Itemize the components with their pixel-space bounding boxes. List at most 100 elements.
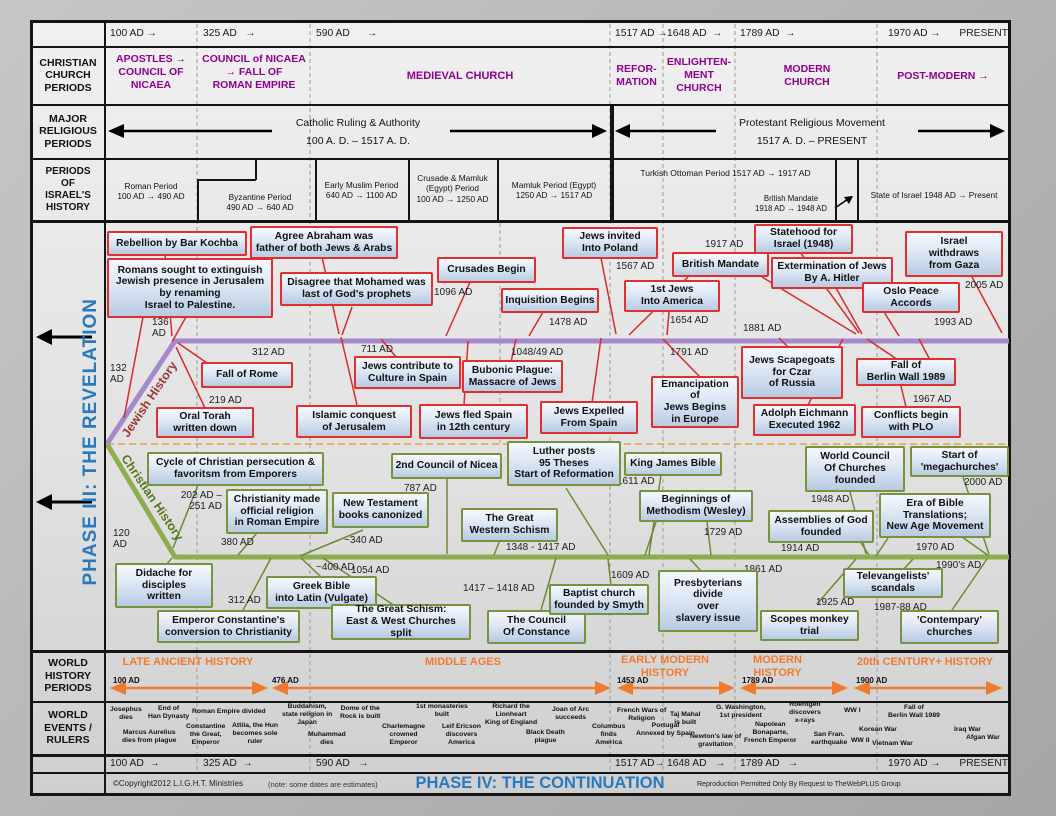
world-event: Joan of Arc succeeds	[552, 706, 590, 722]
christian-event-box: Presbyterians divide over slavery issue	[658, 570, 758, 632]
row-header-world-history: WORLD HISTORY PERIODS	[44, 657, 92, 695]
christian-event-box: 2nd Council of Nicea	[391, 453, 502, 479]
world-history-period: EARLY MODERN HISTORY	[620, 654, 710, 679]
row-divider	[30, 104, 1011, 106]
date-label: 711 AD	[361, 344, 394, 355]
date-label: 1967 AD	[913, 394, 952, 405]
jewish-event-box: Islamic conquest of Jerusalem	[296, 405, 412, 438]
row-divider	[30, 701, 1011, 703]
religious-divider	[610, 106, 614, 221]
israel-cell-border	[315, 160, 317, 221]
world-event: Charlemagne crowned Emperor	[382, 723, 426, 747]
row-header-religious-periods: MAJOR RELIGIOUS PERIODS	[39, 112, 97, 150]
world-event: Newton's law of gravitation	[690, 733, 742, 749]
row-divider	[30, 772, 1011, 774]
world-event: WW II	[851, 737, 870, 744]
church-period-nicaea: COUNCIL of NICAEA → FALL OF ROMAN EMPIRE	[202, 53, 306, 92]
date-label: ~400 AD	[316, 562, 355, 573]
top-date: 1517 AD →	[615, 28, 668, 39]
date-label: 1881 AD	[743, 323, 782, 334]
israel-period-byzantine: Byzantine Period 490 AD → 640 AD	[226, 192, 294, 213]
israel-period-early-muslim: Early Muslim Period 640 AD → 1100 AD	[324, 180, 399, 201]
date-label: 1654 AD	[670, 315, 709, 326]
date-label: 312 AD	[252, 347, 285, 358]
church-period-reformation: REFOR- MATION	[616, 63, 657, 89]
jewish-event-box: Adolph Eichmann Executed 1962	[753, 404, 856, 436]
christian-event-box: Assemblies of God founded	[768, 510, 874, 543]
world-event: Muhammad dies	[308, 731, 346, 747]
date-label: 1861 AD	[744, 564, 783, 575]
top-date: 590 AD →	[316, 28, 378, 39]
row-divider	[30, 650, 1011, 653]
christian-event-box: New Testament books canonized	[332, 492, 429, 528]
date-label: 1917 AD	[705, 239, 744, 250]
world-event: Portugal Annexed by Spain	[636, 722, 695, 738]
date-label: 1348 - 1417 AD	[506, 542, 576, 553]
christian-event-box: The Council Of Constance	[487, 610, 586, 644]
world-event: Attila, the Hun becomes sole ruler	[232, 722, 279, 746]
christian-event-box: 'Contempary' churches	[900, 610, 999, 644]
jewish-event-box: Oslo Peace Accords	[862, 282, 960, 313]
church-period-postmodern: POST-MODERN →	[897, 70, 989, 82]
israel-cell-border	[255, 160, 257, 180]
church-period-enlightenment: ENLIGHTEN- MENT CHURCH	[666, 56, 732, 95]
world-history-period: MIDDLE AGES	[425, 656, 501, 668]
world-history-date: 476 AD	[272, 676, 299, 685]
christian-event-box: Didache for disciples written	[115, 563, 213, 608]
jewish-event-box: Conflicts begin with PLO	[861, 406, 961, 438]
row-header-israel-periods: PERIODS OF ISRAEL'S HISTORY	[45, 166, 91, 213]
world-event: End of Han Dynasty	[148, 705, 190, 721]
christian-event-box: Cycle of Christian persecution & favorit…	[147, 452, 324, 486]
bottom-date: PRESENT	[959, 758, 1008, 769]
bottom-date: 325 AD →	[203, 758, 253, 769]
jewish-event-box: British Mandate	[672, 252, 769, 277]
jewish-event-box: 1st Jews Into America	[624, 280, 720, 312]
bottom-date: 1970 AD →	[888, 758, 941, 769]
christian-event-box: World Council Of Churches founded	[805, 446, 905, 492]
reproduction-note: Reproduction Permitted Only By Request t…	[697, 781, 901, 788]
jewish-event-box: Fall of Berlin Wall 1989	[856, 358, 956, 386]
world-history-date: 1453 AD	[617, 676, 649, 685]
israel-period-mamluk: Mamluk Period (Egypt) 1250 AD → 1517 AD	[511, 180, 597, 201]
world-event: Korean War	[859, 726, 897, 733]
bottom-date: 1648 AD →	[667, 758, 726, 769]
world-event: WW I	[844, 707, 861, 714]
row-divider	[30, 220, 1011, 223]
row-divider	[30, 754, 1011, 757]
jewish-event-box: Agree Abraham was father of both Jews & …	[250, 226, 398, 259]
date-label: 1478 AD	[549, 317, 588, 328]
church-period-modern: MODERN CHURCH	[783, 63, 831, 89]
christian-event-box: Start of 'megachurches'	[910, 446, 1009, 477]
jewish-event-box: Oral Torah written down	[156, 407, 254, 438]
religious-period-protestant: Protestant Religious Movement 1517 A. D.…	[739, 117, 885, 147]
bottom-date: 590 AD →	[316, 758, 369, 769]
world-history-period: MODERN HISTORY	[753, 654, 802, 679]
christian-event-box: Beginnings of Methodism (Wesley)	[639, 490, 753, 522]
date-label: 1987-88 AD	[874, 602, 927, 613]
date-label: 1054 AD	[351, 565, 390, 576]
world-event: Iraq War	[954, 726, 981, 733]
date-label: 202 AD – 251 AD	[180, 490, 222, 512]
date-label: 132 AD	[110, 363, 127, 385]
date-label: 1609 AD	[611, 570, 650, 581]
bottom-date: 1789 AD →	[740, 758, 799, 769]
world-history-period: LATE ANCIENT HISTORY	[122, 656, 254, 668]
christian-event-box: The Great Schism: East & West Churches s…	[331, 604, 471, 640]
israel-period-ottoman: Turkish Ottoman Period 1517 AD → 1917 AD	[640, 168, 811, 178]
world-event: San Fran. earthquake	[811, 731, 848, 747]
world-event: Roman Empire divided	[192, 708, 266, 715]
jewish-event-box: Disagree that Mohamed was last of God's …	[280, 272, 433, 306]
world-event: Leif Ericson discovers America	[442, 723, 481, 747]
israel-cell-border	[835, 160, 837, 221]
jewish-event-box: Emancipation of Jews Begins in Europe	[651, 376, 739, 428]
world-event: Josephus dies	[110, 706, 142, 722]
dates-estimate-note: (note: some dates are estimates)	[268, 780, 378, 789]
row-divider	[30, 158, 1011, 160]
phase3-title: PHASE III: THE REVELATION	[80, 298, 101, 586]
date-label: 1791 AD	[670, 347, 709, 358]
israel-cell-border	[408, 160, 410, 221]
world-event: Marcus Aurelius dies from plague	[122, 729, 177, 745]
world-history-date: 1900 AD	[856, 676, 888, 685]
jewish-event-box: Statehood for Israel (1948)	[754, 224, 853, 254]
row-divider	[30, 46, 1011, 48]
